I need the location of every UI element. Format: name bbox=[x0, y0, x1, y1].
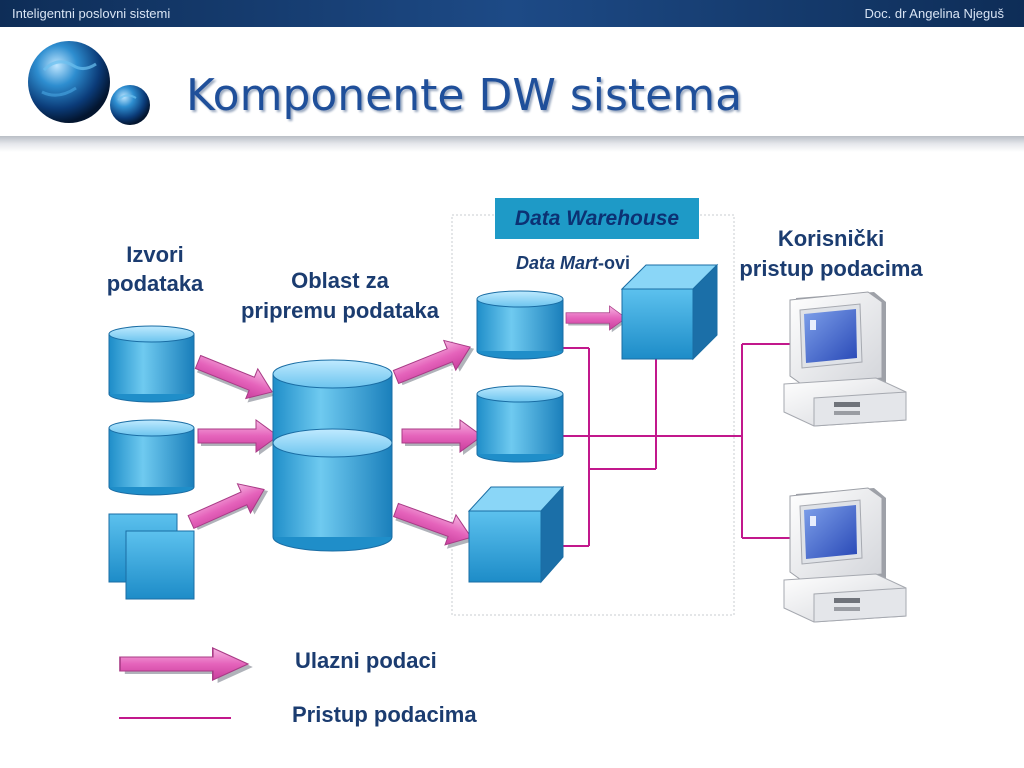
warehouse-label: Data Warehouse bbox=[495, 198, 699, 239]
users-label: Korisnički pristup podacima bbox=[738, 224, 924, 284]
arrow-staging-mart2 bbox=[401, 419, 486, 456]
staging-label-line2: pripremu podataka bbox=[240, 298, 440, 323]
datamart-label-italic: Data Mart bbox=[516, 253, 599, 273]
users-label-line2: pristup podacima bbox=[739, 256, 923, 281]
page-title: Komponente DW sistema bbox=[186, 70, 743, 121]
staging-label-line1: Oblast za bbox=[291, 268, 389, 293]
datamart-label-suffix: -ovi bbox=[598, 253, 631, 273]
header-divider bbox=[0, 136, 1024, 152]
sources-label: Izvori podataka bbox=[100, 240, 210, 298]
arrow-mart-warehouse bbox=[565, 305, 629, 333]
staging-cylinder-front bbox=[272, 428, 393, 552]
staging-label: Oblast za pripremu podataka bbox=[236, 266, 444, 326]
arrow-source3-staging bbox=[183, 473, 276, 540]
users-label-line1: Korisnički bbox=[777, 226, 885, 251]
legend-input-label: Ulazni podaci bbox=[295, 648, 437, 673]
source-cylinder-1 bbox=[108, 325, 195, 403]
top-bar: Inteligentni poslovni sistemi Doc. dr An… bbox=[0, 0, 1024, 27]
warehouse-cube bbox=[620, 263, 719, 361]
arrow-source1-staging bbox=[190, 346, 282, 412]
author-name: Doc. dr Angelina Njeguš bbox=[864, 6, 1004, 21]
sources-label-line1: Izvori bbox=[126, 242, 184, 267]
arrow-source2-staging bbox=[197, 419, 282, 456]
sources-label-line2: podataka bbox=[106, 271, 204, 296]
access-lines bbox=[563, 343, 793, 547]
computer-icon-top bbox=[783, 291, 907, 427]
datamart-label: Data Mart-ovi bbox=[516, 253, 656, 274]
computer-icon-bottom bbox=[783, 487, 907, 623]
globe-logo-icon bbox=[28, 41, 150, 125]
source-file-icon bbox=[108, 513, 195, 600]
legend-arrow-icon bbox=[119, 647, 254, 684]
arrow-staging-mart1 bbox=[389, 330, 481, 396]
source-cylinder-2 bbox=[108, 419, 195, 496]
datamart-cylinder-1 bbox=[476, 290, 564, 360]
legend-access-label: Pristup podacima bbox=[292, 702, 477, 727]
arrow-staging-mart3 bbox=[389, 494, 480, 557]
datamart-cylinder-2 bbox=[476, 385, 564, 463]
course-name: Inteligentni poslovni sistemi bbox=[12, 6, 171, 21]
datamart-cube bbox=[467, 485, 565, 584]
